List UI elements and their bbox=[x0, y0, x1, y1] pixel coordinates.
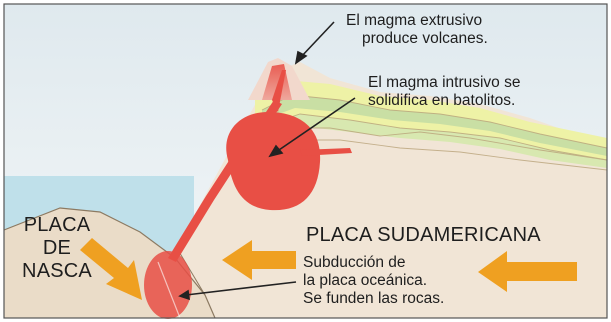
label-nasca-line-2: DE bbox=[14, 237, 100, 260]
label-subduction-line-1: Subducción de bbox=[303, 254, 444, 272]
label-intrusive-line-2: solidifica en batolitos. bbox=[368, 92, 520, 110]
label-subduction-line-3: Se funden las rocas. bbox=[303, 290, 444, 308]
label-nasca-line-3: NASCA bbox=[14, 260, 100, 283]
label-extrusive: El magma extrusivo produce volcanes. bbox=[346, 12, 488, 48]
label-nasca: PLACA DE NASCA bbox=[14, 214, 100, 283]
label-sudamericana: PLACA SUDAMERICANA bbox=[306, 224, 541, 247]
label-nasca-line-1: PLACA bbox=[14, 214, 100, 237]
melting-zone bbox=[144, 251, 192, 319]
label-subduction: Subducción de la placa oceánica. Se fund… bbox=[303, 254, 444, 308]
label-extrusive-line-2: produce volcanes. bbox=[346, 30, 488, 48]
label-intrusive: El magma intrusivo se solidifica en bato… bbox=[368, 74, 520, 110]
label-intrusive-line-1: El magma intrusivo se bbox=[368, 74, 520, 92]
label-subduction-line-2: la placa oceánica. bbox=[303, 272, 444, 290]
label-extrusive-line-1: El magma extrusivo bbox=[346, 12, 488, 30]
